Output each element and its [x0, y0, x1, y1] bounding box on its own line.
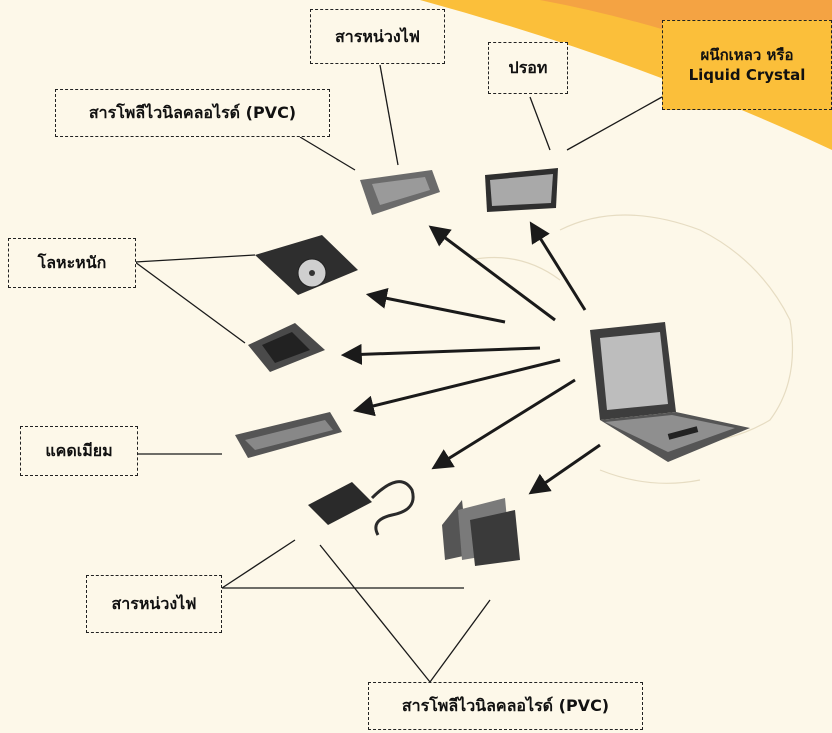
power-adapter-illustration — [308, 480, 415, 536]
label-mercury: ปรอท — [488, 42, 568, 94]
arrow-to-battery — [352, 358, 561, 417]
arrows — [340, 221, 601, 495]
background-map — [469, 214, 794, 484]
label-cadmium: แคดเมียม — [20, 426, 138, 476]
arrow-to-power-adapter — [431, 378, 576, 470]
lcd-panel-illustration — [485, 168, 558, 212]
arrow-to-pc-card — [340, 343, 541, 365]
arrow-to-hard-drive — [365, 287, 506, 324]
hard-drive-illustration — [255, 235, 358, 295]
label-flame-retardant-bottom: สารหน่วงไฟ — [86, 575, 222, 633]
circuit-board-illustration — [360, 170, 440, 215]
connector-lines — [134, 64, 663, 683]
label-liquid-crystal: ผนึกเหลว หรือ Liquid Crystal — [662, 20, 832, 110]
label-liquid-crystal-line1: ผนึกเหลว หรือ — [700, 45, 794, 64]
battery-illustration — [235, 412, 342, 458]
arrow-to-lcd-panel — [529, 221, 587, 311]
plastic-casing-illustration — [442, 498, 520, 566]
laptop-illustration — [590, 322, 750, 462]
label-flame-retardant-top: สารหน่วงไฟ — [310, 9, 445, 64]
arrow-to-circuit-board — [428, 225, 556, 322]
label-heavy-metal: โลหะหนัก — [8, 238, 136, 288]
label-pvc-top: สารโพลีไวนิลคลอไรด์ (PVC) — [55, 89, 330, 137]
arrow-to-plastic-casing — [528, 443, 601, 495]
label-pvc-bottom: สารโพลีไวนิลคลอไรด์ (PVC) — [368, 682, 643, 730]
pc-card-illustration — [248, 323, 325, 372]
label-liquid-crystal-line2: Liquid Crystal — [688, 66, 806, 84]
